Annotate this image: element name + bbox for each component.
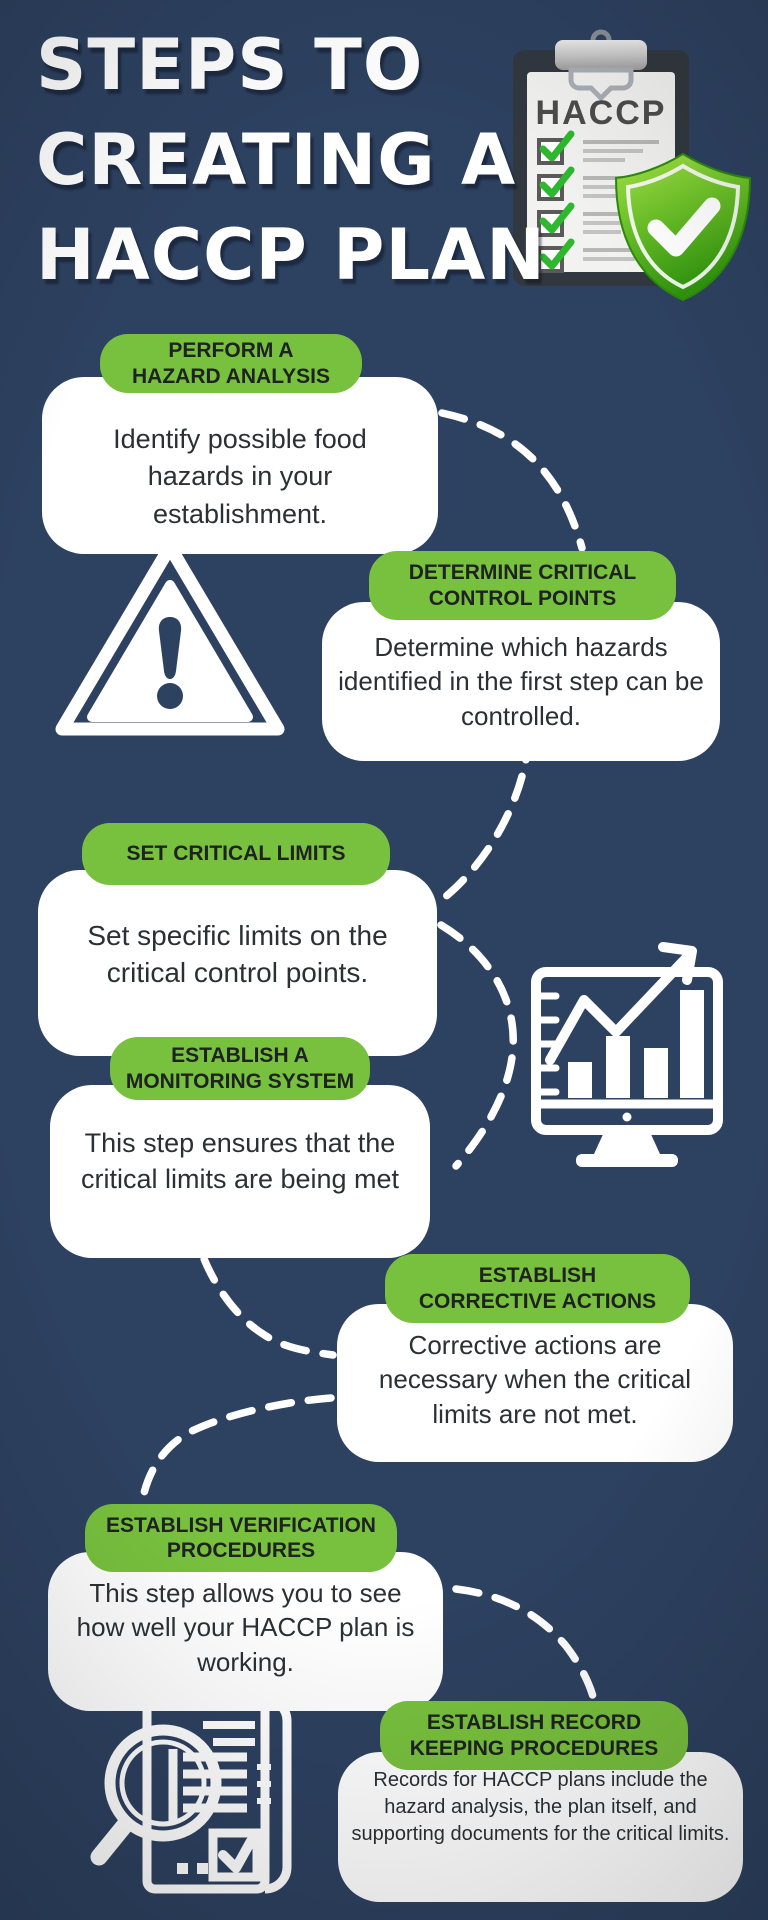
magnifier-glass <box>104 1724 222 1842</box>
checklist-row-4 <box>537 238 649 273</box>
warning-triangle-icon <box>50 533 290 748</box>
step-1-description-box: Identify possible food hazards in your e… <box>42 377 438 554</box>
title-line-2: CREATING A <box>36 119 517 201</box>
clipboard-heading: HACCP <box>536 94 667 132</box>
step-3-description: Set specific limits on the critical cont… <box>87 920 388 988</box>
step-3-description-box: Set specific limits on the critical cont… <box>38 870 437 1056</box>
clipboard-clip-tab <box>568 67 634 102</box>
doc-checkbox <box>208 1828 262 1882</box>
step-1-label: PERFORM A HAZARD ANALYSIS <box>132 339 330 388</box>
step-5-label: ESTABLISH CORRECTIVE ACTIONS <box>418 1264 657 1313</box>
shield-check-icon <box>608 148 758 306</box>
connector-step2-step3 <box>435 733 533 906</box>
step-4-label: ESTABLISH A MONITORING SYSTEM <box>125 1044 355 1093</box>
step-2-description-box: Determine which hazards identified in th… <box>322 602 720 761</box>
step-4-label-pill: ESTABLISH A MONITORING SYSTEM <box>110 1037 370 1100</box>
step-3-label-pill: SET CRITICAL LIMITS <box>82 823 390 885</box>
step-7-label-pill: ESTABLISH RECORD KEEPING PROCEDURES <box>380 1701 688 1770</box>
step-7-description: Records for HACCP plans include the haza… <box>351 1769 730 1845</box>
step-5-description-box: Corrective actions are necessary when th… <box>337 1304 733 1462</box>
monitor-chart-icon <box>520 942 735 1187</box>
shield-checkmark <box>647 197 721 257</box>
step-4-description-box: This step ensures that the critical limi… <box>50 1085 430 1258</box>
connector-step6-step7 <box>452 1585 598 1704</box>
step-7-label: ESTABLISH RECORD KEEPING PROCEDURES <box>409 1711 659 1760</box>
step-2-label: DETERMINE CRITICAL CONTROL POINTS <box>408 561 637 610</box>
page-title: STEPS TO CREATING A HACCP PLAN <box>36 18 546 303</box>
step-4-description: This step ensures that the critical limi… <box>80 1128 400 1195</box>
step-6-description-box: This step allows you to see how well you… <box>48 1552 443 1711</box>
step-2-description: Determine which hazards identified in th… <box>338 632 704 731</box>
connector-step3-step4 <box>437 921 517 1170</box>
clipboard-clip <box>555 40 647 70</box>
checklist-row-1 <box>537 130 659 165</box>
connector-step4-step5 <box>189 1217 337 1359</box>
connector-step5-step6 <box>138 1394 335 1507</box>
step-6-description: This step allows you to see how well you… <box>76 1578 415 1677</box>
step-2-label-pill: DETERMINE CRITICAL CONTROL POINTS <box>369 551 676 620</box>
magnifier-handle <box>90 1816 134 1866</box>
title-line-1: STEPS TO <box>36 24 424 106</box>
connector-step1-step2 <box>438 409 586 552</box>
step-1-label-pill: PERFORM A HAZARD ANALYSIS <box>100 334 362 393</box>
step-5-label-pill: ESTABLISH CORRECTIVE ACTIONS <box>385 1254 690 1323</box>
step-6-label-pill: ESTABLISH VERIFICATION PROCEDURES <box>85 1504 397 1572</box>
checklist-row-3 <box>537 202 649 237</box>
step-3-label: SET CRITICAL LIMITS <box>126 842 346 866</box>
step-5-description: Corrective actions are necessary when th… <box>378 1330 692 1429</box>
document-magnifier-icon <box>85 1685 300 1905</box>
title-line-3: HACCP PLAN <box>36 214 546 296</box>
step-1-description: Identify possible food hazards in your e… <box>113 424 367 529</box>
step-6-label: ESTABLISH VERIFICATION PROCEDURES <box>106 1513 376 1562</box>
step-7-description-box: Records for HACCP plans include the haza… <box>338 1752 743 1902</box>
